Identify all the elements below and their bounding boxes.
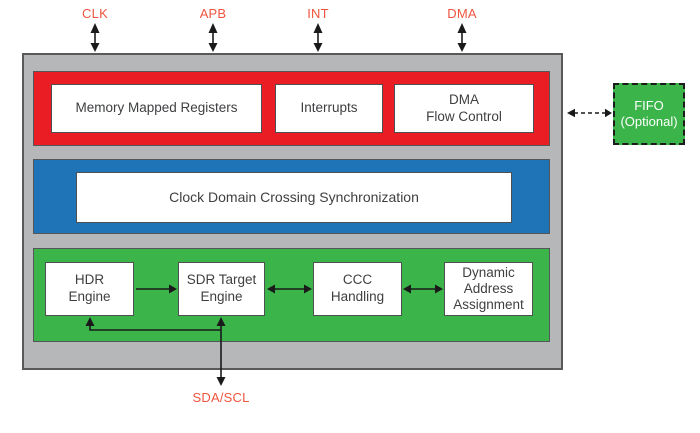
box-sdr-target-engine: SDR Target Engine [178, 262, 265, 316]
box-hdr-engine: HDR Engine [45, 262, 134, 316]
port-label-apb: APB [199, 6, 227, 21]
box-dma-flow-control: DMA Flow Control [394, 84, 534, 133]
port-label-dma: DMA [447, 6, 477, 21]
apb-arrow [208, 23, 218, 52]
clk-arrow [90, 23, 100, 52]
box-fifo-optional: FIFO (Optional) [613, 83, 685, 145]
box-memory-mapped-registers: Memory Mapped Registers [51, 84, 262, 133]
port-label-int: INT [307, 6, 329, 21]
fifo-dashed-arrow [567, 108, 612, 118]
box-dynamic-address-assignment: Dynamic Address Assignment [444, 262, 533, 316]
box-interrupts: Interrupts [275, 84, 383, 133]
box-ccc-handling: CCC Handling [313, 262, 402, 316]
port-label-sda-scl: SDA/SCL [192, 390, 250, 405]
box-clock-domain-crossing-sync: Clock Domain Crossing Synchronization [76, 172, 512, 223]
dma-arrow [457, 23, 467, 52]
int-arrow [313, 23, 323, 52]
port-label-clk: CLK [82, 6, 108, 21]
